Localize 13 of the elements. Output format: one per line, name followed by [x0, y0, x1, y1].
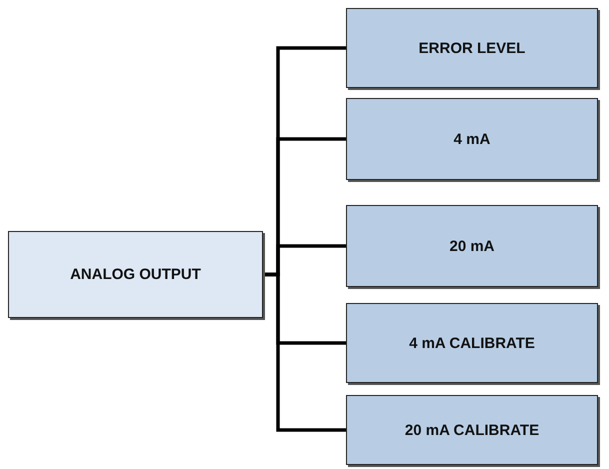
box-label: 4 mA CALIBRATE: [409, 334, 535, 352]
process-box: [8, 231, 263, 318]
process-box: [346, 98, 598, 180]
box-label: ANALOG OUTPUT: [70, 266, 201, 283]
process-box: [346, 8, 598, 88]
process-box: [346, 205, 598, 287]
process-box: [346, 303, 598, 383]
connector-line: [263, 272, 346, 432]
box-label: 20 mA: [449, 238, 495, 254]
process-box: [346, 395, 598, 465]
box-label: 20 mA CALIBRATE: [404, 422, 540, 438]
box-label: 4 mA: [454, 130, 490, 148]
box-label: ERROR LEVEL: [418, 40, 526, 56]
